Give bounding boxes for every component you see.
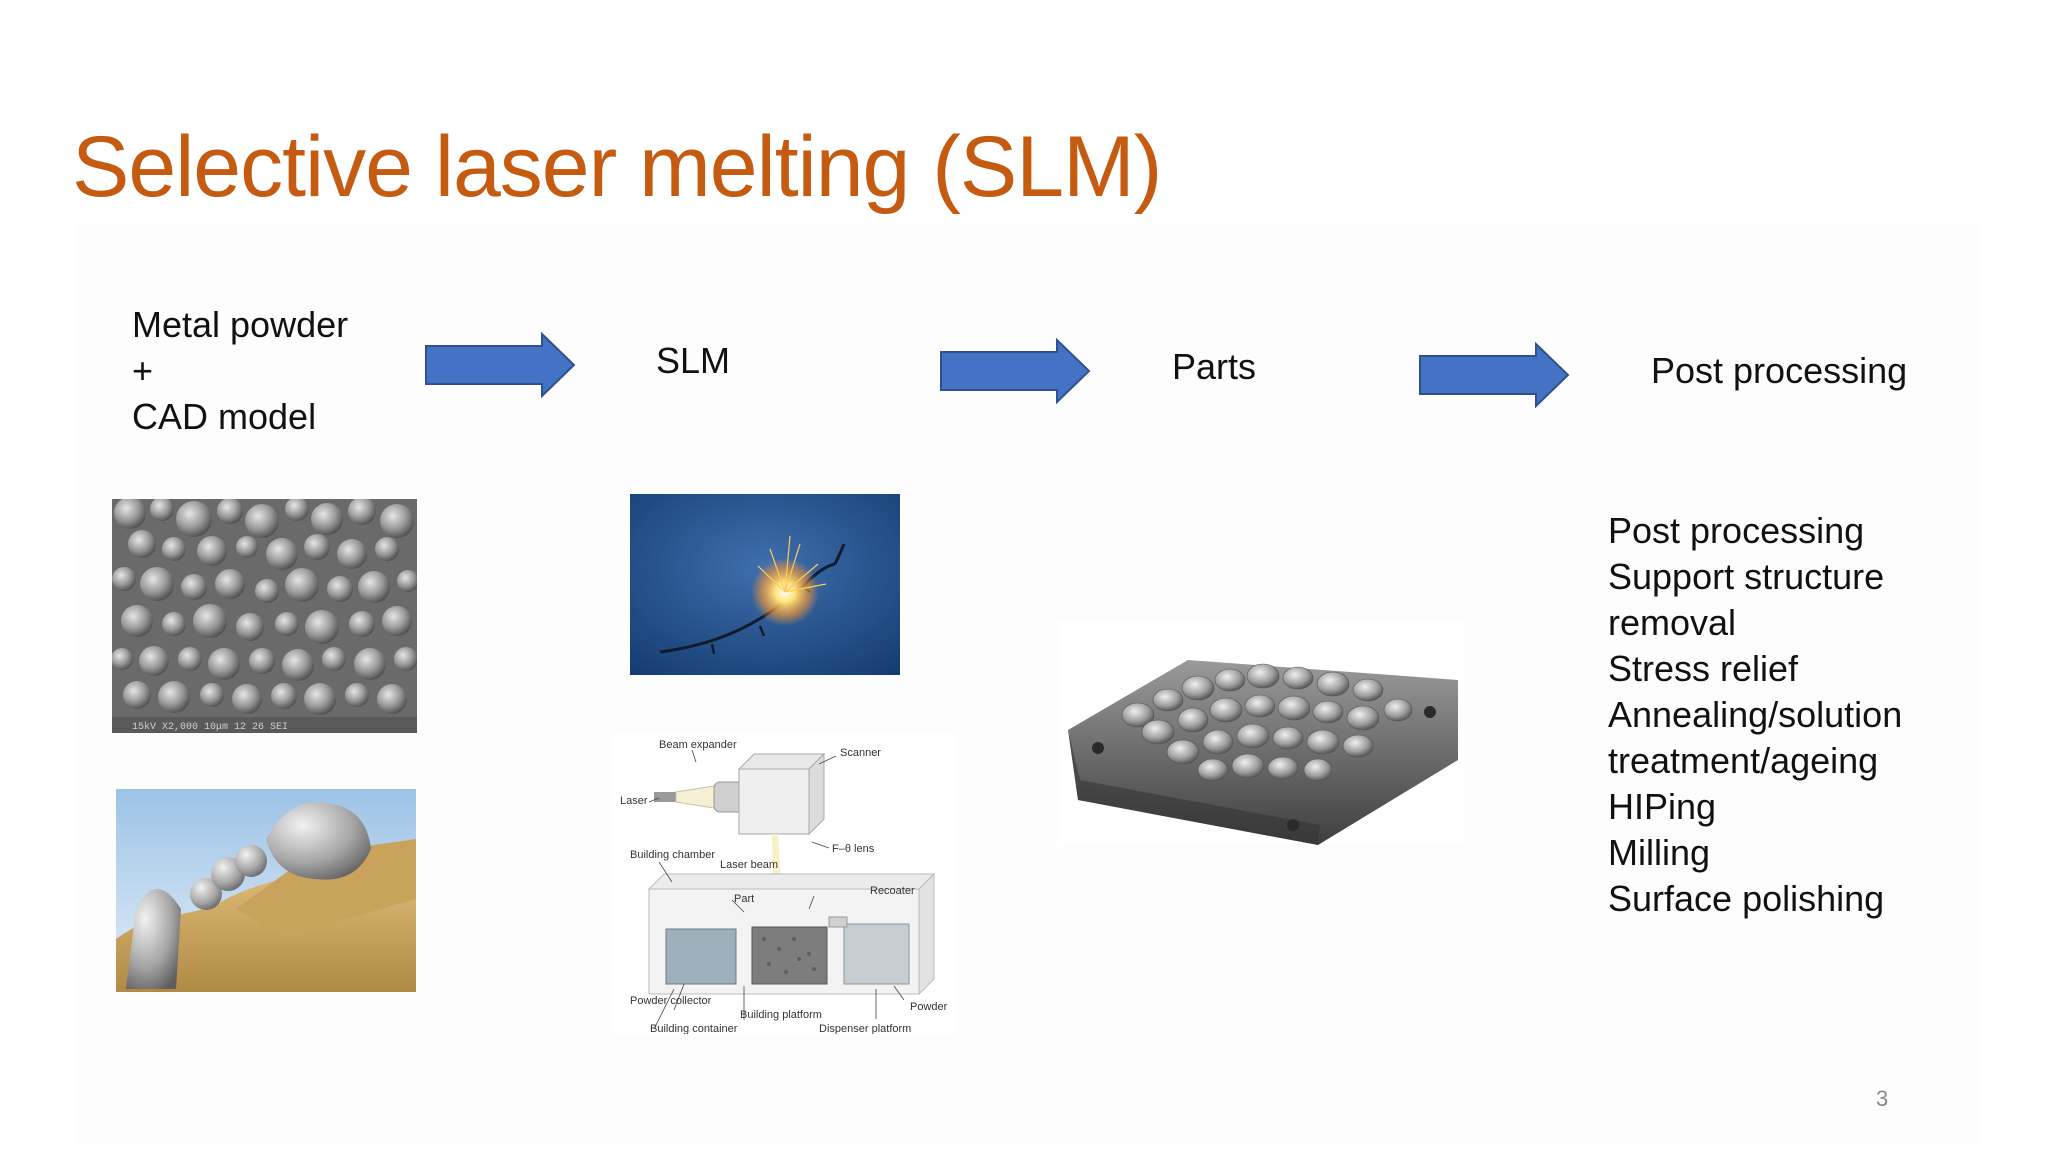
slm-machine-schematic: Beam expander Scanner Laser F–θ lens Bui… <box>614 734 954 1034</box>
printed-parts-image <box>1058 620 1464 846</box>
label-building-container: Building container <box>650 1023 738 1034</box>
post-processing-line: Post processing <box>1608 510 1865 551</box>
post-processing-line: Milling <box>1608 832 1711 873</box>
post-processing-line: Support structure <box>1608 556 1885 597</box>
flow-step-inputs-line-3: CAD model <box>132 396 317 437</box>
page-number: 3 <box>1876 1086 1889 1111</box>
label-recoater: Recoater <box>870 885 915 897</box>
label-laser: Laser <box>620 795 648 807</box>
cad-model-image <box>116 789 416 992</box>
post-processing-line: Annealing/solution <box>1608 694 1903 735</box>
flow-step-inputs: Metal powder + CAD model <box>132 302 348 440</box>
metal-powder-sem-image: 15kV X2,000 10μm 12 26 SEI <box>112 499 417 733</box>
label-laser-beam: Laser beam <box>720 859 778 871</box>
post-processing-line: Stress relief <box>1608 648 1799 689</box>
flow-step-post-processing: Post processing <box>1651 350 1908 391</box>
label-f-theta-lens: F–θ lens <box>832 843 875 855</box>
flow-step-inputs-line-1: Metal powder <box>132 304 349 345</box>
flow-step-parts: Parts <box>1172 346 1257 387</box>
label-part: Part <box>734 893 754 905</box>
label-scanner: Scanner <box>840 747 881 759</box>
post-processing-line: treatment/ageing <box>1608 740 1879 781</box>
flow-arrow-3-icon <box>1419 342 1570 408</box>
flow-step-inputs-line-2: + <box>132 350 154 391</box>
label-building-platform: Building platform <box>740 1009 822 1021</box>
post-processing-line: Surface polishing <box>1608 878 1885 919</box>
flow-arrow-1-icon <box>425 332 576 398</box>
label-powder: Powder <box>910 1001 948 1013</box>
flow-step-slm: SLM <box>656 340 731 381</box>
label-building-chamber: Building chamber <box>630 849 715 861</box>
post-processing-line: HIPing <box>1608 786 1717 827</box>
slide-title: Selective laser melting (SLM) <box>72 119 1162 215</box>
sem-scale-footer: 15kV X2,000 10μm 12 26 SEI <box>132 721 288 733</box>
post-processing-list: Post processing Support structure remova… <box>1608 508 1902 922</box>
label-powder-collector: Powder collector <box>630 995 712 1007</box>
label-beam-expander: Beam expander <box>659 739 737 751</box>
slm-laser-photo <box>630 494 900 675</box>
label-dispenser-platform: Dispenser platform <box>819 1023 911 1034</box>
post-processing-line: removal <box>1608 602 1737 643</box>
flow-arrow-2-icon <box>940 338 1091 404</box>
